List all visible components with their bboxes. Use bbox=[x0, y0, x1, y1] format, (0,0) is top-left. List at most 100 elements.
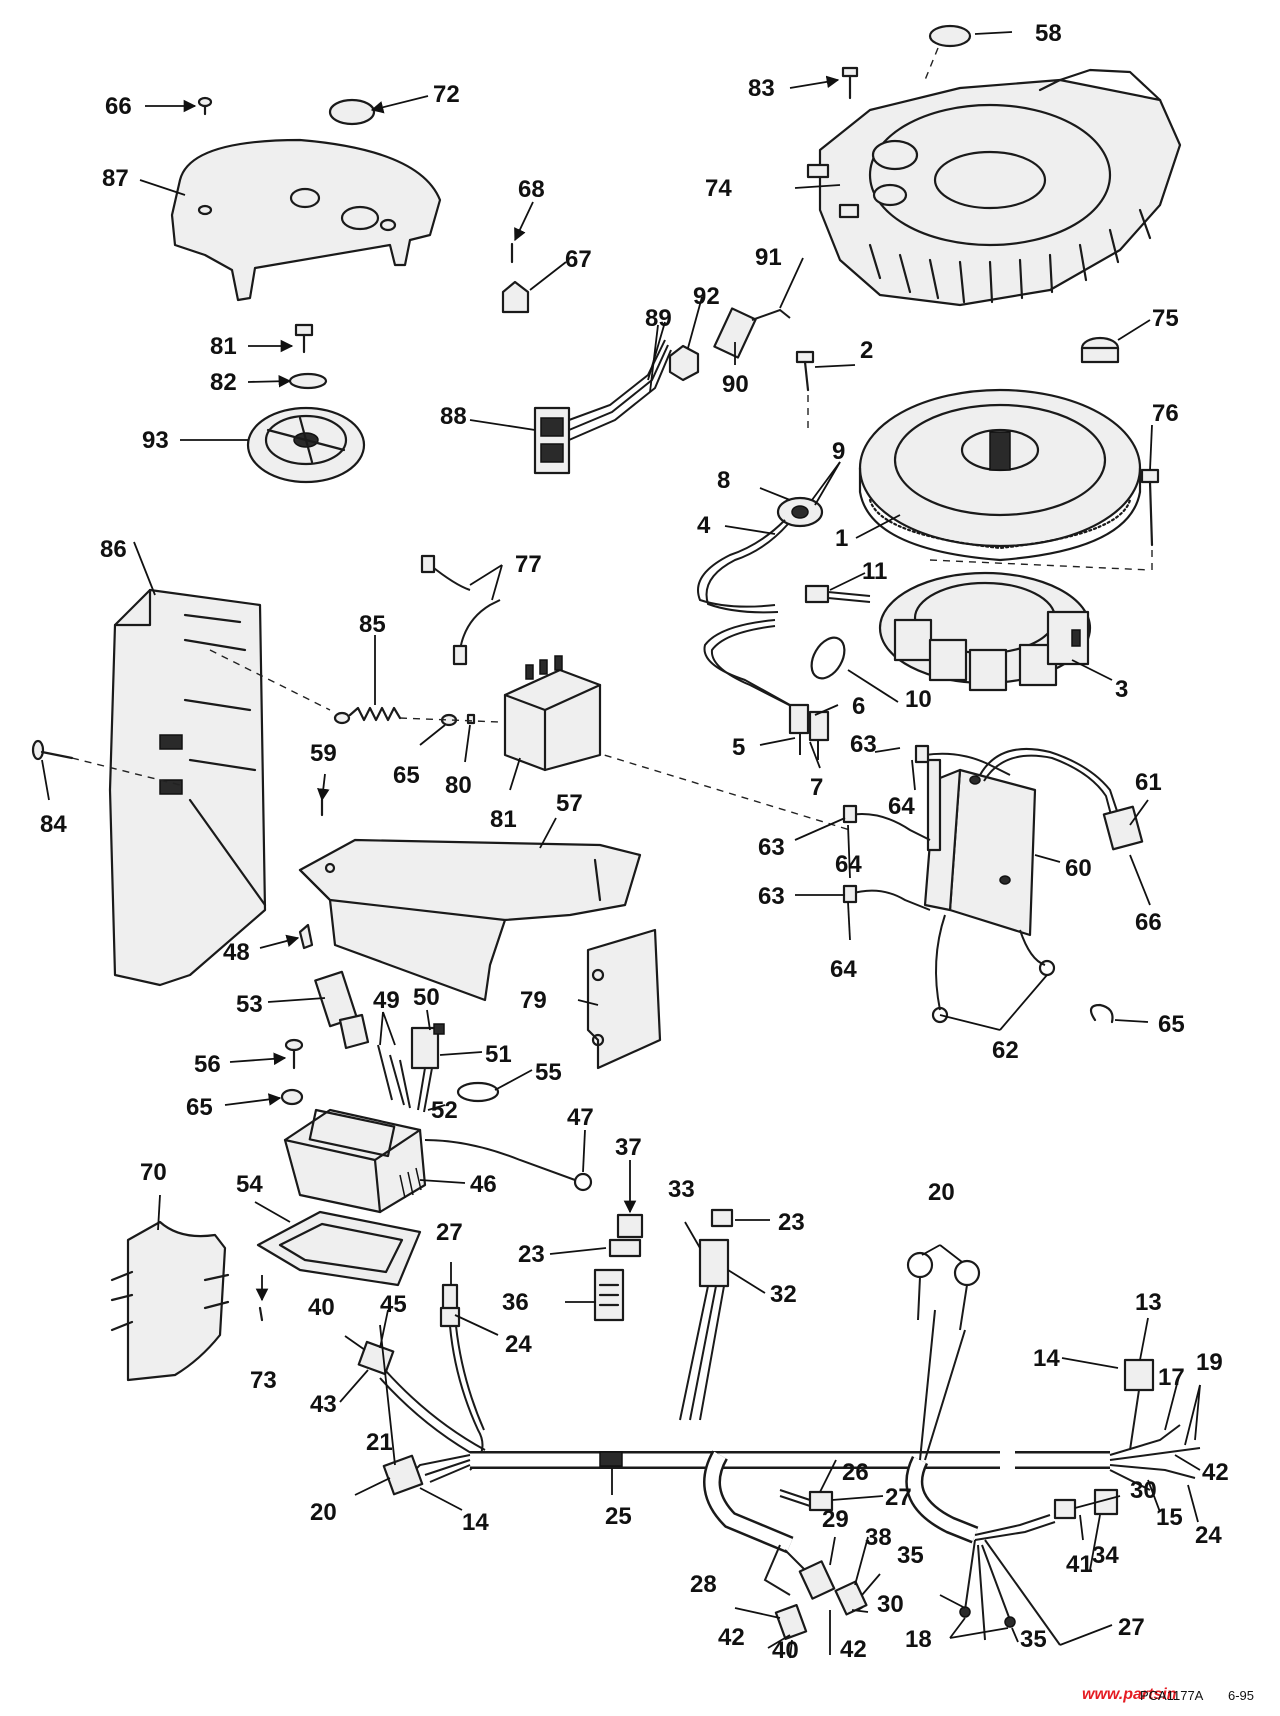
callout-30: 29 bbox=[822, 1506, 849, 1533]
callout-60: 60 bbox=[1065, 855, 1092, 882]
callout-73: 73 bbox=[250, 1367, 277, 1394]
callout-14: 14 bbox=[462, 1509, 489, 1536]
callout-59: 59 bbox=[310, 740, 337, 767]
callout-36: 36 bbox=[502, 1289, 529, 1316]
callout-labels: 58 83 66 72 74 87 68 67 91 75 92 89 81 2… bbox=[40, 20, 1229, 1664]
part-cover-71 bbox=[110, 1220, 230, 1382]
part-lead-24-28 bbox=[439, 1283, 485, 1471]
callout-85: 84 bbox=[40, 811, 67, 838]
part-leads-4 bbox=[697, 519, 786, 608]
part-screw-73 bbox=[258, 1306, 264, 1322]
callout-39b: 40 bbox=[772, 1637, 799, 1664]
part-washer-70-bottom bbox=[280, 1088, 304, 1106]
callout-63a: 63 bbox=[850, 731, 877, 758]
part-clamp-10 bbox=[810, 636, 846, 680]
callout-63b: 63 bbox=[758, 834, 785, 861]
callout-58: 58 bbox=[1035, 20, 1062, 47]
callout-35b: 35 bbox=[1020, 1626, 1047, 1653]
callout-21: 20 bbox=[310, 1499, 337, 1526]
callout-2: 2 bbox=[860, 337, 873, 364]
part-bracket-57 bbox=[298, 838, 642, 1002]
part-pulley-94 bbox=[246, 406, 366, 484]
callout-7: 7 bbox=[810, 774, 823, 801]
part-ignition-coil-81 bbox=[503, 655, 602, 772]
callout-41: 42 bbox=[840, 1636, 867, 1663]
part-wires-11 bbox=[827, 591, 871, 603]
part-washer-83 bbox=[288, 372, 328, 390]
callout-44: 43 bbox=[310, 1391, 337, 1418]
part-nut-75 bbox=[1080, 336, 1120, 364]
callout-54: 54 bbox=[236, 1171, 263, 1198]
part-screw-56 bbox=[284, 1038, 304, 1070]
part-switch-89 bbox=[533, 339, 672, 475]
callout-92: 91 bbox=[755, 244, 782, 271]
callout-15: 15 bbox=[1156, 1504, 1183, 1531]
callout-11: 11 bbox=[862, 558, 887, 585]
callout-87: 85 bbox=[359, 611, 386, 638]
callout-72: 72 bbox=[433, 81, 460, 108]
callout-22: 21 bbox=[366, 1429, 393, 1456]
part-stator-3 bbox=[878, 559, 1151, 692]
part-assembly-line-86-81 bbox=[209, 649, 851, 831]
callout-50: 50 bbox=[413, 984, 440, 1011]
callout-5: 5 bbox=[732, 734, 745, 761]
callout-31a: 30 bbox=[1130, 1477, 1157, 1504]
part-cap-58 bbox=[928, 24, 972, 48]
part-nut-93 bbox=[668, 344, 700, 382]
part-plate-88 bbox=[170, 138, 442, 302]
callout-68: 67 bbox=[565, 246, 592, 273]
part-power-pack-60 bbox=[923, 748, 1121, 937]
callout-47: 47 bbox=[567, 1104, 594, 1131]
callout-63c: 63 bbox=[758, 883, 785, 910]
callout-35a: 35 bbox=[897, 1542, 924, 1569]
callout-9: 9 bbox=[832, 438, 845, 465]
part-connector-53 bbox=[314, 970, 370, 1050]
callout-31b: 30 bbox=[877, 1591, 904, 1618]
part-spring-87 bbox=[333, 706, 402, 725]
callout-25: 24 bbox=[1195, 1522, 1222, 1549]
callout-86: 86 bbox=[100, 536, 127, 563]
part-ground-lead-47 bbox=[424, 1139, 593, 1192]
callout-84: 83 bbox=[748, 75, 775, 102]
leader-lines bbox=[41, 31, 1201, 1659]
callout-74: 74 bbox=[705, 175, 732, 202]
callout-55: 55 bbox=[535, 1059, 562, 1086]
callout-80: 80 bbox=[445, 772, 472, 799]
part-clip-48 bbox=[298, 923, 314, 950]
callout-28b: 27 bbox=[885, 1484, 912, 1511]
callout-48: 48 bbox=[223, 939, 250, 966]
callout-70-bottom: 65 bbox=[186, 1094, 213, 1121]
part-switch-91 bbox=[713, 307, 791, 359]
callout-23a: 23 bbox=[778, 1209, 805, 1236]
callout-89: 88 bbox=[440, 403, 467, 430]
part-bolt-76 bbox=[1140, 468, 1160, 575]
part-leads-63-64 bbox=[842, 744, 1011, 911]
callout-40: 41 bbox=[1066, 1551, 1093, 1578]
callout-45: 45 bbox=[380, 1291, 407, 1318]
part-assembly-line-85 bbox=[71, 757, 181, 786]
part-cover-86 bbox=[108, 588, 267, 987]
callout-57: 57 bbox=[556, 790, 583, 817]
callout-39a: 40 bbox=[308, 1294, 335, 1321]
watermark-text: www.partsin bbox=[1082, 1686, 1177, 1703]
drawing-number: PCA1177A bbox=[1140, 1688, 1204, 1703]
callout-79: 79 bbox=[520, 987, 547, 1014]
part-connector-68 bbox=[501, 280, 530, 314]
callout-28c: 27 bbox=[1118, 1614, 1145, 1641]
callout-13: 13 bbox=[1135, 1289, 1162, 1316]
callout-65: 65 bbox=[1158, 1011, 1185, 1038]
callout-1: 1 bbox=[835, 525, 848, 552]
callout-42: 42 bbox=[718, 1624, 745, 1651]
callout-3: 3 bbox=[1115, 676, 1128, 703]
callout-64c: 64 bbox=[830, 956, 857, 983]
callout-82: 81 bbox=[210, 333, 237, 360]
part-wiring-harness bbox=[382, 1251, 1201, 1646]
callout-61: 61 bbox=[1135, 769, 1162, 796]
callout-34: 34 bbox=[1092, 1542, 1119, 1569]
callout-81: 81 bbox=[490, 806, 517, 833]
callout-33: 33 bbox=[668, 1176, 695, 1203]
callout-10: 10 bbox=[905, 686, 932, 713]
callout-16: 14 bbox=[1033, 1345, 1060, 1372]
part-washer-72 bbox=[328, 98, 376, 126]
